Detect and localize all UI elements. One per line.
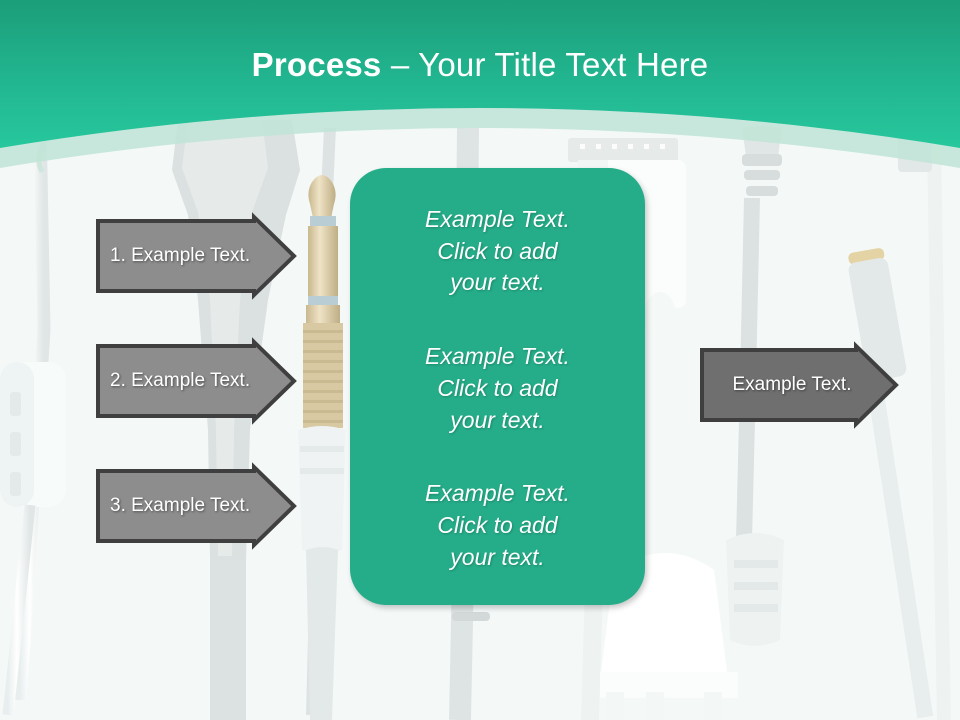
page-title-strong: Process: [251, 46, 382, 83]
panel-text-block-2: Example Text. Click to add your text.: [425, 343, 570, 433]
center-text-panel[interactable]: Example Text. Click to add your text. Ex…: [350, 168, 645, 605]
process-step-arrow-3[interactable]: 3. Example Text.: [96, 462, 297, 550]
panel-text-block-3: Example Text. Click to add your text.: [425, 480, 570, 570]
process-step-arrow-2[interactable]: 2. Example Text.: [96, 337, 297, 425]
panel-text-block-1: Example Text. Click to add your text.: [425, 206, 570, 296]
header-band: [0, 0, 960, 200]
page-title: Process – Your Title Text Here: [0, 46, 960, 84]
process-result-arrow[interactable]: Example Text.: [700, 341, 899, 429]
process-step-arrow-1[interactable]: 1. Example Text.: [96, 212, 297, 300]
page-title-rest: – Your Title Text Here: [381, 46, 709, 83]
